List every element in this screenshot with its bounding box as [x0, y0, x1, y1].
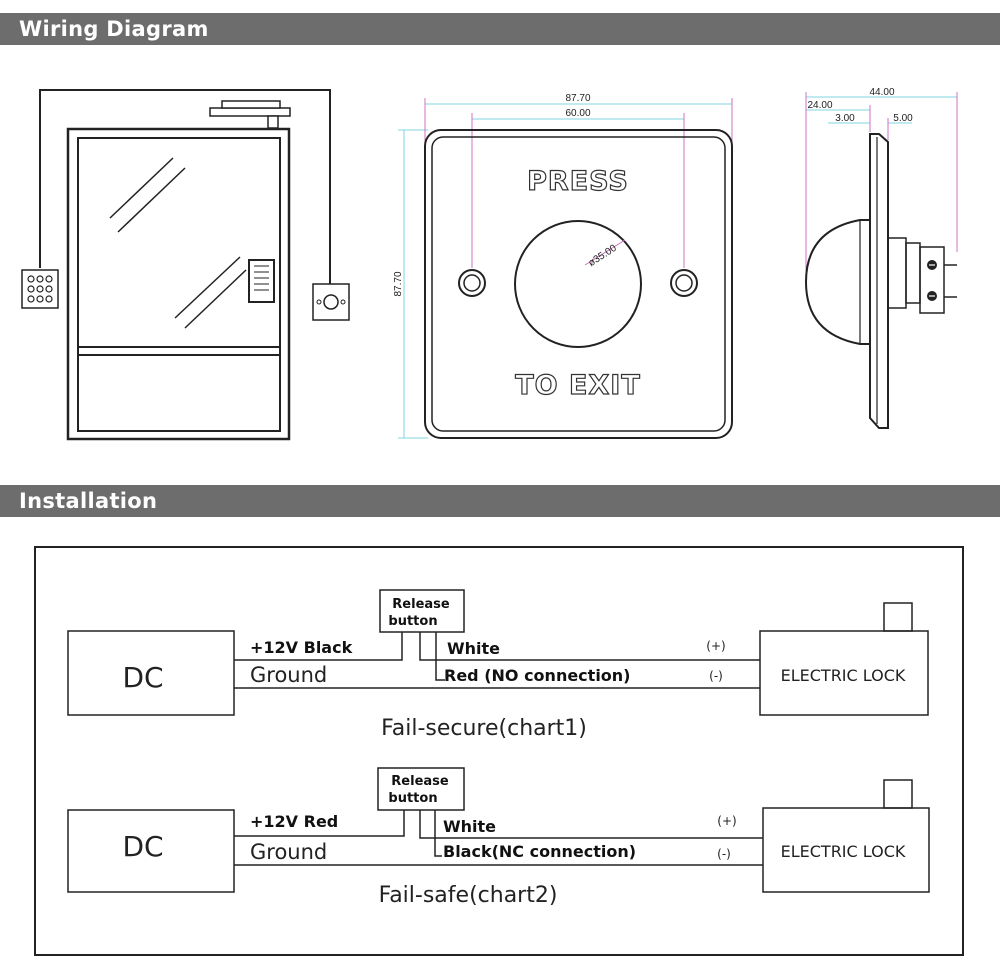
chart1-dc-label: DC: [122, 661, 163, 694]
terminal-block: [919, 246, 945, 314]
chart1-caption: Fail-secure(chart1): [381, 716, 587, 741]
chart2-caption: Fail-safe(chart2): [379, 883, 558, 908]
chart1-no-wire-label: Red (NO connection): [444, 666, 631, 685]
door-wiring-illustration: [21, 89, 350, 441]
side-total-dim: 44.00: [869, 87, 894, 98]
wire-loop: [39, 89, 331, 284]
chart2-fail-safe: DC Release button ELECTRIC LOCK +12V Red…: [67, 767, 930, 908]
plate-outline: [424, 129, 733, 439]
hole-spacing-dim: 60.00: [565, 108, 590, 119]
chart2-nc-wire-label: Black(NC connection): [443, 842, 636, 861]
exit-plate-front-view: 87.70 60.00 87.70 ø35.00 PRESS TO EXIT: [393, 93, 733, 439]
chart1-fail-secure: DC Release button ELECTRIC LOCK +12V Bla…: [67, 589, 929, 741]
chart1-white-wire-label: White: [447, 639, 500, 658]
door-frame: [66, 127, 291, 441]
side-plate-profile: [869, 133, 889, 429]
top-magnetic-lock: [209, 107, 291, 117]
chart2-lock-bolt: [883, 779, 913, 809]
chart1-minus-sign: (-): [709, 669, 723, 683]
chart2-electric-lock-box: [762, 807, 930, 893]
mounting-hole-right: [670, 269, 698, 297]
chart1-button-label: button: [388, 614, 437, 629]
chart2-release-button-box: [377, 767, 465, 811]
exit-button-icon: [312, 283, 350, 321]
exit-plate-side-view: 44.00 24.00 3.00 5.00: [804, 87, 958, 429]
chart2-button-label: button: [388, 791, 437, 806]
button-diameter-dim: ø35.00: [587, 243, 619, 269]
chart1-release-button-box: [379, 589, 465, 633]
side-plate-dim: 3.00: [835, 113, 855, 124]
chart2-plus-sign: (+): [717, 814, 736, 828]
wiring-diagram-header: Wiring Diagram: [0, 13, 1000, 45]
chart2-release-label: Release: [391, 774, 449, 789]
chart1-lock-bolt: [883, 602, 913, 632]
installation-header: Installation: [0, 485, 1000, 517]
chart1-electric-lock-box: [759, 630, 929, 716]
door-lock: [248, 259, 275, 303]
to-exit-label: TO EXIT: [515, 370, 641, 401]
side-dome: [804, 219, 870, 345]
chart2-minus-sign: (-): [717, 847, 731, 861]
plate-height-dim: 87.70: [393, 271, 404, 296]
side-dome-dim: 24.00: [807, 100, 832, 111]
mounting-hole-left: [458, 269, 486, 297]
chart2-lock-label: ELECTRIC LOCK: [781, 842, 906, 861]
chart1-lock-label: ELECTRIC LOCK: [781, 666, 906, 685]
chart1-release-label: Release: [392, 597, 450, 612]
plate-width-dim: 87.70: [565, 93, 590, 104]
chart2-dc-box: [67, 809, 235, 893]
chart2-dc-label: DC: [122, 830, 163, 863]
chart2-positive-wire-label: +12V Red: [250, 812, 338, 831]
installation-frame: [34, 546, 964, 956]
chart1-positive-wire-label: +12V Black: [250, 638, 353, 657]
side-terminal-dim: 5.00: [893, 113, 913, 124]
press-label: PRESS: [527, 166, 629, 197]
door-inner-frame: [77, 137, 281, 432]
chart1-dc-box: [67, 630, 235, 716]
exit-push-button: [514, 220, 642, 348]
chart1-ground-label: Ground: [250, 663, 327, 687]
chart2-ground-label: Ground: [250, 840, 327, 864]
chart1-plus-sign: (+): [706, 639, 725, 653]
chart2-white-wire-label: White: [443, 817, 496, 836]
